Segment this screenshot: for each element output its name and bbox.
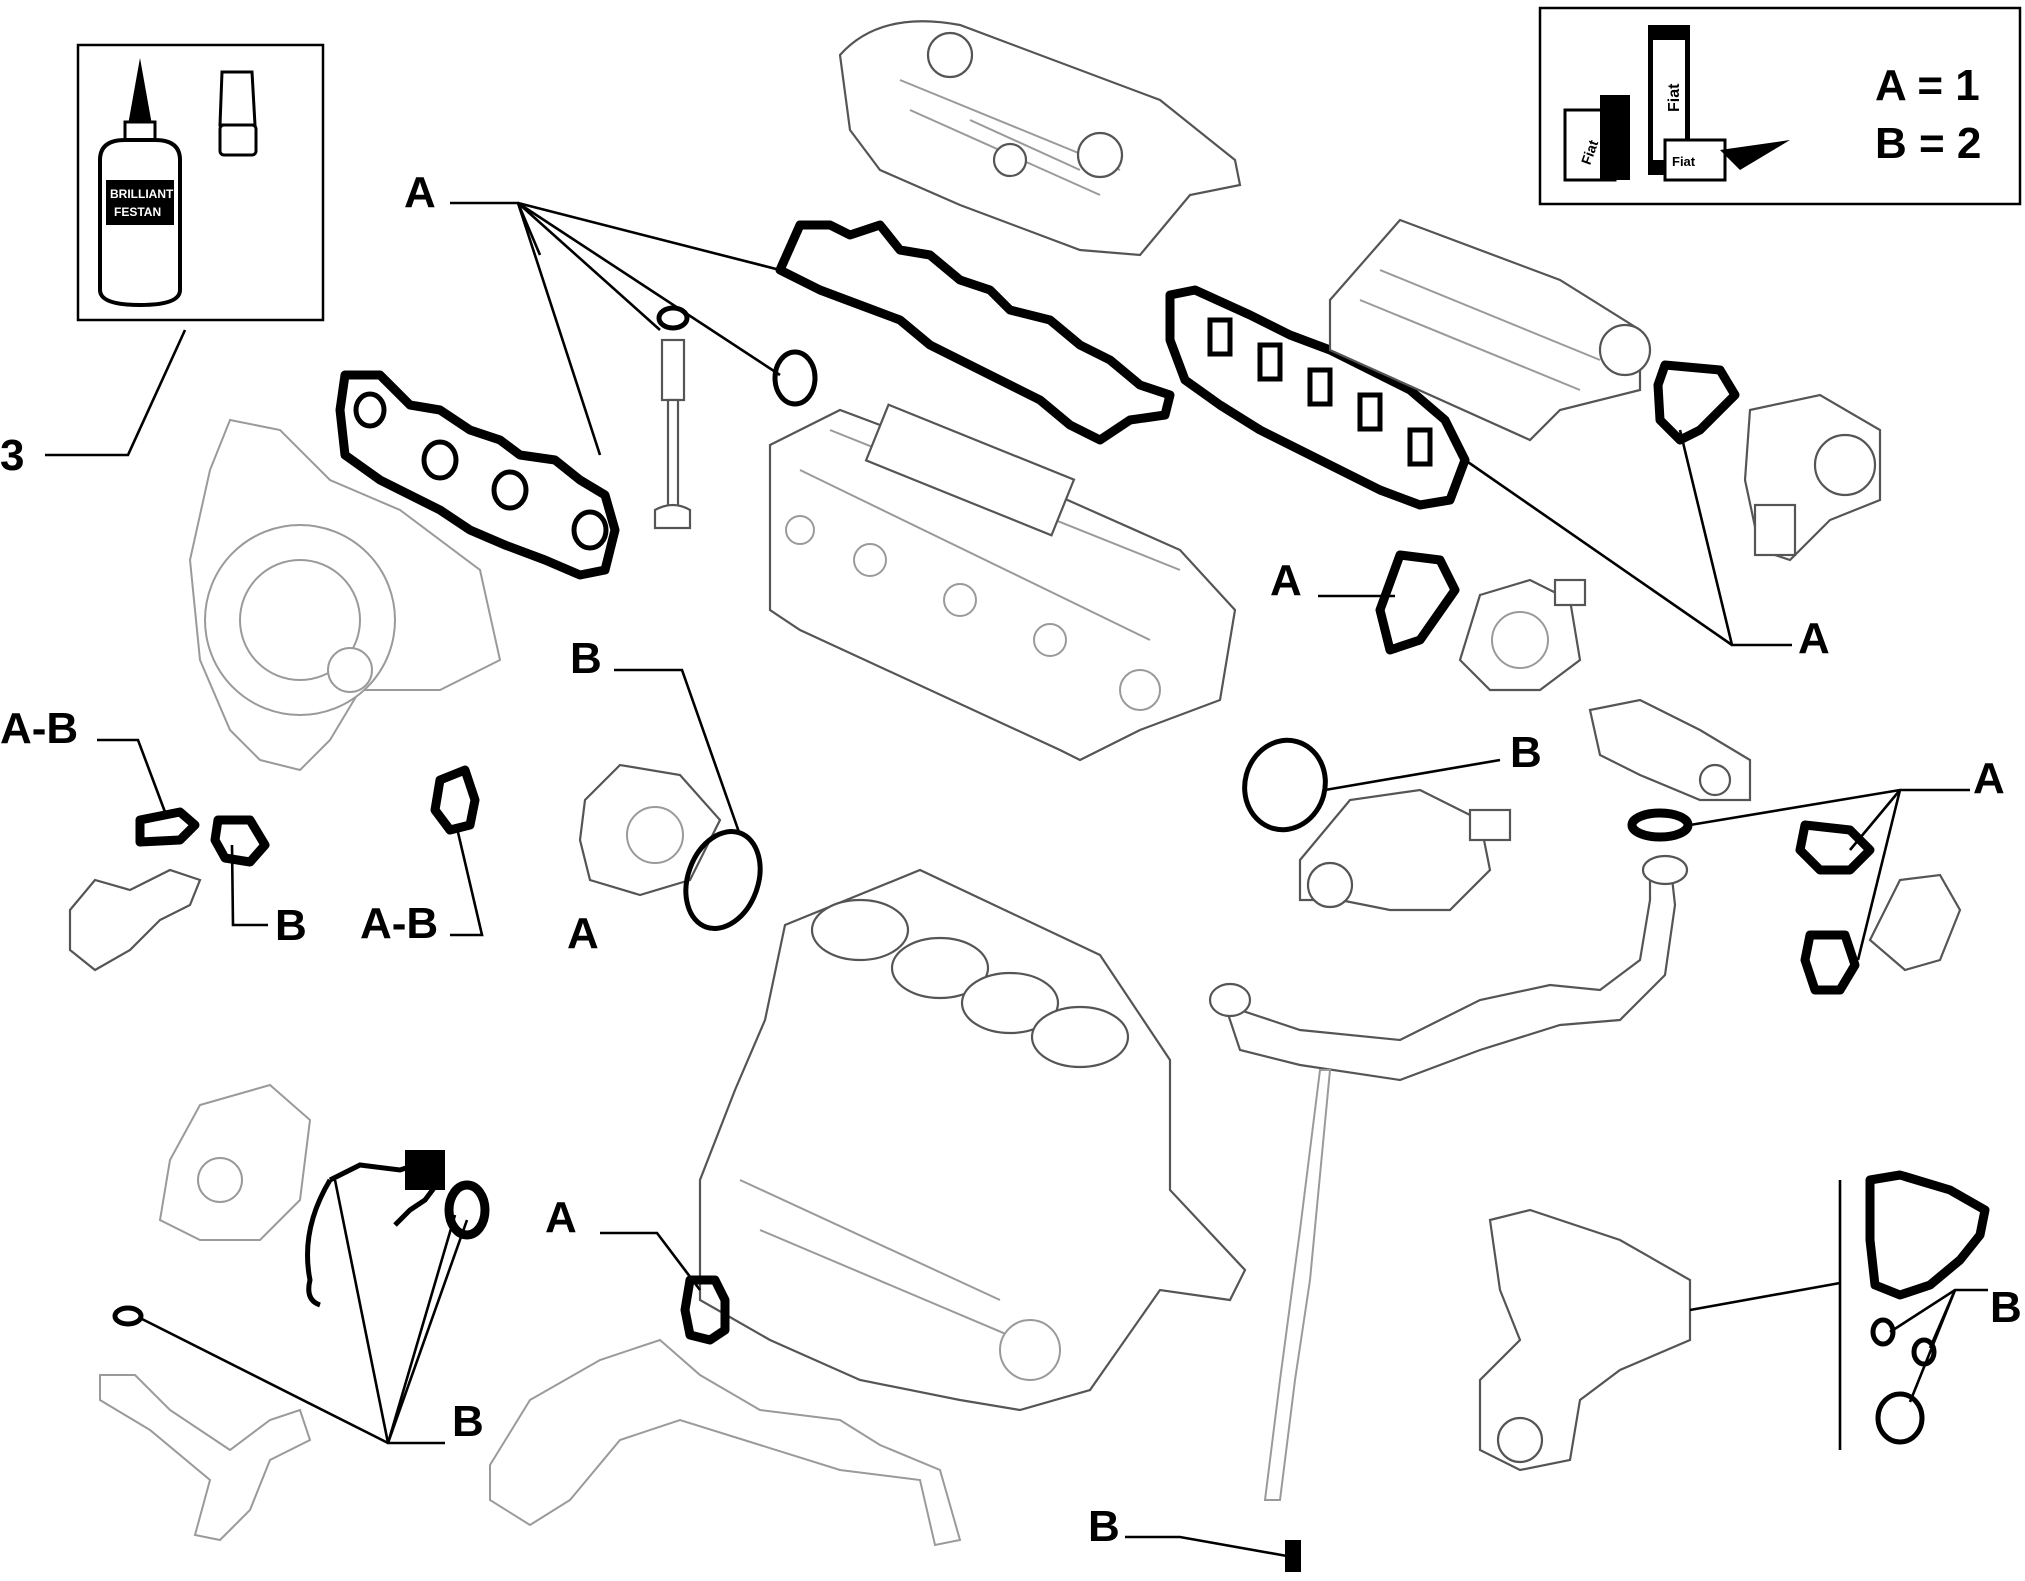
- throttle-body-gasket: [1653, 360, 1740, 445]
- label-3: 3: [0, 431, 24, 480]
- label-ab-left-bottom: A-B: [360, 899, 438, 948]
- oil-pickup-pipe: [99, 1374, 312, 1542]
- label-ab-left-top: A-B: [0, 704, 78, 753]
- label-b-water-pump: B: [570, 634, 602, 683]
- legend-a-equals-1: A = 1: [1875, 61, 1980, 110]
- coolant-pipe-gasket: [680, 1275, 730, 1345]
- label-a-vacuum-gasket: A: [1270, 556, 1302, 605]
- throttle-body: [1743, 393, 1882, 562]
- label-b-sensor: B: [452, 1397, 484, 1446]
- turbo-oil-pipe: [68, 868, 202, 972]
- coolant-pipe: [489, 1338, 962, 1547]
- drain-plug: [1285, 1540, 1301, 1572]
- bottle-text-2: FESTAN: [114, 205, 161, 219]
- valve-and-seal: [653, 305, 818, 530]
- thermostat-housing: [1298, 788, 1512, 912]
- dipstick-tube: [1263, 1069, 1332, 1501]
- water-pump: [578, 763, 722, 897]
- egr-gasket-1: [1627, 808, 1693, 842]
- egr-gasket-2: [1795, 820, 1875, 875]
- label-a-egr-right: A: [1973, 754, 2005, 803]
- label-a-bottom-gasket: A: [545, 1193, 577, 1242]
- sealant-bottle-icon: BRILLIANT FESTAN: [98, 58, 182, 308]
- egr-elbow-pipe: [1868, 873, 1962, 972]
- exhaust-manifold-gasket: [335, 370, 620, 580]
- gasket-kit-icon: Fiat Fiat Fiat: [1563, 25, 1790, 182]
- thermostat-o-ring: [1242, 737, 1328, 833]
- head-cover-gasket: [775, 220, 1175, 445]
- egr-cooler-pipe: [1208, 854, 1689, 1082]
- label-b-oil-cooler: B: [1990, 1283, 2022, 1332]
- label-a-top: A: [404, 168, 436, 217]
- oil-cooler-filter-housing: [1478, 1208, 1692, 1472]
- egr-valve: [1588, 698, 1752, 802]
- cylinder-head-cover: [838, 20, 1242, 257]
- leader-lines: [45, 201, 1988, 1558]
- intake-manifold: [1328, 218, 1652, 442]
- turbo-pipe-gasket-2: [210, 815, 270, 867]
- bottle-text-1: BRILLIANT: [110, 187, 174, 201]
- sealant-cap-icon: [218, 70, 258, 157]
- label-a-water-pump: A: [567, 909, 599, 958]
- oil-cooler-gasket: [1865, 1170, 1990, 1300]
- oil-pump: [158, 1083, 312, 1241]
- turbo-pipe-gasket-3: [430, 765, 480, 835]
- turbocharger: [188, 418, 502, 772]
- crank-sensor-harness: [305, 1150, 445, 1308]
- label-b-left: B: [275, 901, 307, 950]
- vacuum-pump: [1458, 578, 1587, 692]
- oil-pickup-o-ring: [112, 1305, 144, 1327]
- kit-text-3: Fiat: [1672, 154, 1696, 169]
- intake-manifold-gasket: [1165, 285, 1470, 510]
- cylinder-head: [768, 403, 1237, 762]
- label-b-drain-plug: B: [1088, 1502, 1120, 1551]
- vacuum-pump-gasket: [1375, 550, 1460, 655]
- callout-labels: 3 A A A A A A A-B A-B B B B B B B: [0, 168, 2022, 1551]
- legend-b-equals-2: B = 2: [1875, 119, 1981, 168]
- sealant-kit-box: BRILLIANT FESTAN: [76, 43, 325, 322]
- oil-cooler-o-ring-3: [1875, 1391, 1925, 1445]
- engine-block: [698, 868, 1247, 1412]
- legend-box: Fiat Fiat Fiat A = 1 B = 2: [1538, 6, 2022, 206]
- oil-cooler-o-ring-1: [1870, 1317, 1896, 1347]
- egr-gasket-3: [1800, 930, 1860, 995]
- label-b-thermostat: B: [1510, 728, 1542, 777]
- label-a-intake-right: A: [1798, 614, 1830, 663]
- kit-text-2: Fiat: [1666, 83, 1683, 112]
- crank-oil-seal: [444, 1180, 490, 1240]
- turbo-pipe-gasket-1: [135, 807, 200, 847]
